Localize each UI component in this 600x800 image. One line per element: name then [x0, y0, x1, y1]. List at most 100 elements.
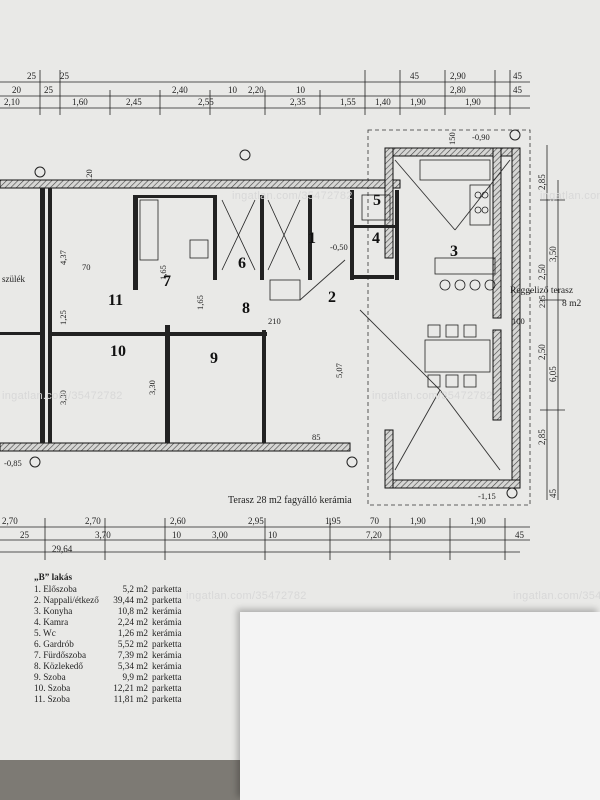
dim-misc-3: -0,50 [330, 242, 348, 252]
dim-top1-3: 2,90 [450, 71, 466, 81]
dim-top3-6: 1,40 [375, 97, 391, 107]
dim-misc-8: 1,65 [158, 265, 168, 280]
room-numbers: 1 2 3 4 5 6 7 8 9 10 11 [108, 192, 458, 367]
dim-bot1-1: 2,70 [85, 516, 101, 526]
terrace-main-label: Terasz 28 m2 fagyálló kerámia [228, 495, 352, 506]
room-number-1: 1 [308, 230, 316, 247]
outer-walls [0, 147, 521, 489]
dim-top1-0: 25 [27, 71, 37, 81]
dim-top1-1: 25 [60, 71, 70, 81]
dim-top3-2: 2,45 [126, 97, 142, 107]
legend-room-material: parketta [152, 672, 182, 682]
room-number-2: 2 [328, 289, 336, 306]
dim-bot2-6: 45 [515, 530, 525, 540]
room-number-7: 7 [163, 273, 171, 290]
dim-top2-3: 10 [228, 85, 238, 95]
dim-top2-1: 25 [44, 85, 54, 95]
watermark: ingatlan.com/35472782 [540, 190, 600, 202]
legend-room-area: 1,26 m2 [117, 628, 148, 638]
dim-top1-4: 45 [513, 71, 523, 81]
white-paper-overlay [240, 612, 600, 800]
top-dimension-lines [0, 70, 530, 115]
legend-room-area: 5,52 m2 [117, 639, 148, 649]
fixtures [139, 159, 496, 388]
dim-bot1-7: 1,90 [470, 516, 486, 526]
watermark: ingatlan.com/35472782 [2, 390, 123, 402]
room-number-4: 4 [372, 230, 380, 247]
dim-misc-11: 100 [512, 316, 525, 326]
dim-misc-13: 120 [84, 169, 94, 182]
watermark: ingatlan.com/35472782 [372, 390, 493, 402]
legend-room-material: parketta [152, 683, 182, 693]
legend-room-name: 7. Fürdőszoba [34, 650, 87, 660]
dim-right-2: 2,50 [537, 344, 547, 360]
roof-lines [299, 159, 511, 471]
room-number-8: 8 [242, 300, 250, 317]
dim-top3-7: 1,90 [410, 97, 426, 107]
legend-room-name: 2. Nappali/étkező [34, 595, 99, 605]
legend-room-material: kerámia [152, 650, 182, 660]
dim-misc-5: 3,30 [58, 390, 68, 405]
breakfast-terrace-label: Reggeliző terasz [510, 286, 573, 296]
dim-top3-8: 1,90 [465, 97, 481, 107]
dim-bot2-2: 10 [172, 530, 182, 540]
legend-title: „B” lakás [34, 572, 73, 582]
dim-right-0: 2,85 [537, 174, 547, 190]
dim-misc-0: -0,90 [472, 132, 490, 142]
legend-room-material: kerámia [152, 606, 182, 616]
legend-row: 5. Wc 1,26 m2 kerámia [34, 628, 182, 639]
legend-room-name: 10. Szoba [34, 683, 71, 693]
legend-room-area: 9,9 m2 [122, 672, 148, 682]
dim-bot2-3: 3,00 [212, 530, 228, 540]
legend-room-name: 11. Szoba [34, 694, 70, 704]
right-dimension-texts: 2,85 3,50 2,50 6,05 2,85 2,50 45 [537, 174, 558, 498]
dim-misc-15: 85 [312, 432, 321, 442]
dim-misc-14: 150 [447, 132, 457, 145]
room-number-3: 3 [450, 243, 458, 260]
dim-top1-2: 45 [410, 71, 420, 81]
dim-top2-5: 10 [296, 85, 306, 95]
legend-room-name: 4. Kamra [34, 617, 69, 627]
dim-top3-1: 1,60 [72, 97, 88, 107]
legend-row: 10. Szoba 12,21 m2 parketta [34, 683, 182, 694]
room-number-9: 9 [210, 350, 218, 367]
dim-misc-12: 210 [268, 316, 281, 326]
misc-dimension-texts: -0,90 -0,85 -1,15 -0,50 5,07 3,30 3,30 4… [4, 132, 547, 501]
dim-misc-16: 70 [82, 262, 91, 272]
dim-misc-9: 1,65 [195, 295, 205, 310]
legend-room-material: kerámia [152, 628, 182, 638]
watermark: ingatlan.com/35472782 [513, 590, 600, 602]
kitchen-terrace-outline [367, 129, 531, 506]
dim-top2-2: 2,40 [172, 85, 188, 95]
dim-right-5: 2,50 [537, 264, 547, 280]
dim-right-3: 6,05 [548, 366, 558, 382]
room-number-11: 11 [108, 292, 123, 309]
legend-room-name: 3. Konyha [34, 606, 73, 616]
dim-top2-4: 2,20 [248, 85, 264, 95]
legend-room-area: 5,34 m2 [117, 661, 148, 671]
legend-room-area: 5,2 m2 [122, 584, 148, 594]
bottom-dimension-texts: 2,70 2,70 2,60 2,95 1,95 70 1,90 1,90 25… [2, 516, 525, 554]
legend-room-material: parketta [152, 595, 182, 605]
dim-misc-4: 5,07 [334, 363, 344, 378]
top-dimension-texts: 25 25 45 2,90 45 20 25 2,40 10 2,20 10 2… [4, 71, 523, 107]
dim-bot1-6: 1,90 [410, 516, 426, 526]
room-number-10: 10 [110, 343, 126, 360]
dim-top3-4: 2,35 [290, 97, 306, 107]
right-dimension-lines [540, 145, 565, 500]
dim-bottom-total: 29,64 [52, 544, 73, 554]
legend-room-area: 12,21 m2 [113, 683, 148, 693]
legend-room-area: 39,44 m2 [113, 595, 148, 605]
legend-room-area: 11,81 m2 [113, 694, 148, 704]
dim-right-1: 3,50 [548, 246, 558, 262]
interior-walls [0, 188, 399, 443]
legend-room-name: 1. Előszoba [34, 584, 77, 594]
grid-axis-markers [29, 129, 521, 499]
legend-room-name: 5. Wc [34, 628, 56, 638]
dim-misc-2: -1,15 [478, 491, 496, 501]
dim-bot2-1: 3,70 [95, 530, 111, 540]
floor-plan-drawing: 1 2 3 4 5 6 7 8 9 10 11 Terasz 28 m2 fag… [0, 70, 582, 560]
